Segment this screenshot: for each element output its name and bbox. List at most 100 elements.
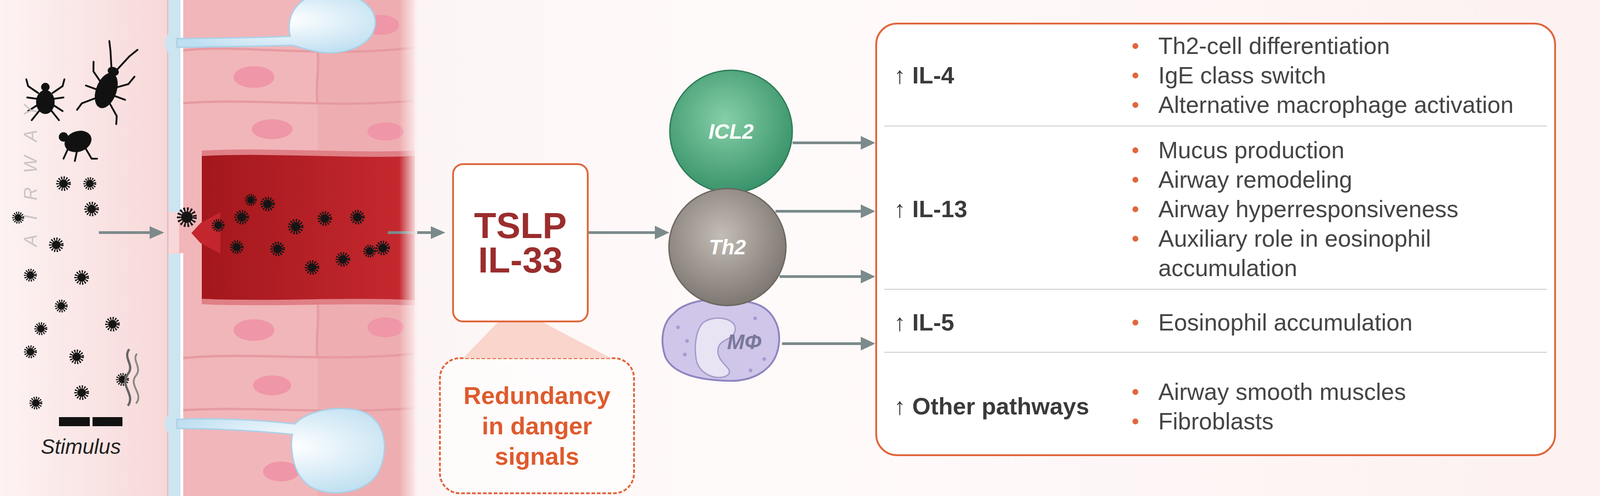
nucleus	[367, 317, 404, 338]
nucleus	[233, 319, 275, 342]
flea-legs	[63, 147, 98, 161]
granule	[676, 325, 680, 330]
allergen-particle	[25, 270, 36, 281]
cytokine-label: ↑ Other pathways	[893, 391, 1090, 422]
allergen-particle	[106, 318, 119, 331]
allergen-particle	[376, 242, 389, 254]
cell-boundaries	[180, 47, 415, 411]
immune-cell: Th2	[667, 187, 788, 308]
cell-name: Th2	[708, 234, 747, 260]
effect-list: Eosinophil accumulation	[1158, 307, 1535, 338]
bullet-dot	[1132, 147, 1139, 154]
effect-list: Mucus productionAirway remodelingAirway …	[1158, 135, 1535, 283]
allergen-particle	[75, 386, 88, 399]
macrophage-shape	[659, 295, 783, 383]
cell-body	[668, 188, 786, 306]
arrow-head	[860, 204, 876, 219]
cell-boundary	[317, 50, 319, 104]
cell-body	[669, 70, 793, 193]
flow-arrow	[98, 231, 151, 235]
effect-item: Airway remodeling	[1158, 165, 1535, 195]
allergen-particle	[271, 243, 284, 255]
cockroach-head	[106, 65, 120, 78]
effect-item: Mucus production	[1158, 135, 1535, 166]
signal-name: IL-33	[478, 243, 563, 278]
allergen-particle	[179, 209, 196, 226]
connector-line	[781, 342, 862, 346]
allergen-particle	[235, 211, 248, 224]
bullet-dot	[1132, 206, 1139, 213]
nucleus	[233, 66, 275, 88]
cigarette	[58, 417, 90, 427]
allergen-particle	[70, 351, 83, 363]
effect-text: Th2-cell differentiation	[1158, 31, 1535, 61]
effect-list: Th2-cell differentiationIgE class switch…	[1158, 31, 1535, 120]
granule	[762, 357, 766, 361]
nucleus	[253, 375, 292, 396]
allergen-particle	[35, 323, 47, 335]
arrow-connector	[792, 136, 876, 150]
effect-item: Alternative macrophage activation	[1158, 90, 1535, 120]
cigarette	[92, 417, 123, 427]
allergen-particle	[289, 220, 303, 234]
allergen-particle	[261, 198, 274, 210]
allergen-particle	[246, 195, 256, 205]
effect-item: Eosinophil accumulation	[1158, 307, 1535, 338]
connector-line	[779, 275, 862, 279]
nucleus	[251, 119, 293, 140]
granule	[682, 352, 687, 357]
airway-lumen	[0, 0, 182, 496]
arrow-head	[654, 225, 670, 240]
bullet-dot	[1132, 102, 1139, 108]
bullet-dot	[1132, 235, 1139, 242]
smoke	[125, 349, 131, 406]
callout-text: Redundancy in danger signals	[457, 380, 617, 472]
nucleus	[367, 122, 404, 141]
immune-cell: ICL2	[668, 68, 794, 195]
cytokine-table: ↑ IL-4Th2-cell differentiationIgE class …	[875, 22, 1557, 457]
cell-boundary	[180, 100, 415, 104]
allergen-particle	[351, 211, 364, 224]
goblet-cell	[176, 408, 385, 493]
illustration-fade	[399, 0, 418, 496]
signal-name: TSLP	[473, 208, 567, 244]
cell-boundary	[317, 301, 319, 359]
flea-head	[58, 132, 69, 142]
arrow-head	[430, 226, 446, 240]
effect-item: Airway smooth muscles	[1158, 377, 1535, 407]
effect-text: Fibroblasts	[1158, 406, 1535, 437]
cell-boundary	[180, 353, 415, 359]
cockroach-body	[90, 70, 122, 112]
cytokine-label: ↑ IL-13	[893, 194, 968, 225]
smoke	[133, 353, 139, 404]
effect-list: Airway smooth musclesFibroblasts	[1158, 377, 1535, 437]
allergen-particle	[336, 253, 349, 266]
effect-text: IgE class switch	[1158, 60, 1535, 91]
allergen-particle	[318, 212, 331, 225]
arrow-connector	[775, 204, 876, 219]
bullet-dot	[1132, 72, 1139, 79]
allergen-particles	[13, 177, 389, 409]
allergen-particle	[306, 261, 318, 274]
region-label: AIRWAY	[20, 89, 41, 247]
signal-box: TSLPIL-33	[452, 163, 589, 323]
allergen-particle	[57, 177, 70, 190]
effect-text: Eosinophil accumulation	[1158, 307, 1535, 338]
flea-icon	[58, 127, 98, 161]
cell-boundary	[180, 408, 415, 411]
connector-line	[588, 231, 656, 235]
damaged-epithelium	[201, 152, 415, 303]
cytokine-row: ↑ IL-4Th2-cell differentiationIgE class …	[884, 24, 1547, 126]
allergen-particle	[231, 241, 243, 253]
macrophage-cell: MΦ	[659, 295, 783, 383]
allergen-particle	[25, 346, 36, 358]
cytokine-row: ↑ Other pathways Airway smooth musclesFib…	[884, 351, 1547, 455]
arrow-connector	[588, 225, 670, 240]
allergen-particle	[75, 271, 88, 284]
stimulus-label: Stimulus	[40, 434, 121, 459]
arrow-head	[860, 136, 876, 150]
cockroach-icon	[76, 37, 144, 125]
cytokine-row: ↑ IL-5Eosinophil accumulation	[884, 288, 1547, 352]
